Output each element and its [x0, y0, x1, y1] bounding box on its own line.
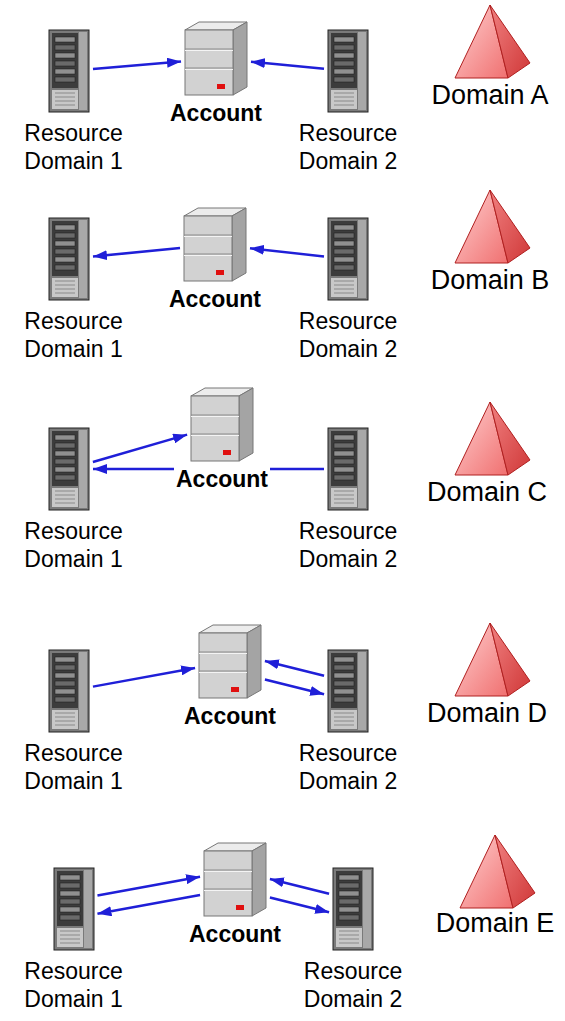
server-icon: [53, 867, 95, 951]
resource-server: Resource Domain 1: [4, 649, 143, 795]
server-icon: [328, 428, 368, 510]
account-server: Account: [182, 624, 278, 730]
server-icon: [49, 650, 89, 732]
resource-server: Resource Domain 1: [4, 217, 143, 363]
server-icon: [327, 29, 369, 113]
node-label: Account: [187, 920, 283, 948]
resource-server: Resource Domain 2: [284, 867, 423, 1013]
domain-label: Domain D: [427, 698, 547, 728]
pyramid-icon: [455, 402, 530, 475]
server-icon: [328, 30, 368, 112]
node-label: Account: [174, 465, 270, 493]
resource-server: Resource Domain 1: [4, 867, 143, 1013]
resource-server: Resource Domain 2: [279, 427, 418, 573]
node-label: Resource Domain 2: [279, 739, 418, 795]
server-icon: [184, 21, 248, 96]
trust-arrow: [93, 248, 180, 257]
domain-label: Domain C: [427, 477, 547, 507]
pyramid-icon: [455, 623, 530, 696]
server-icon: [327, 649, 369, 733]
server-icon: [48, 29, 90, 113]
server-icon: [203, 842, 267, 917]
node-label: Resource Domain 2: [279, 307, 418, 363]
server-icon: [48, 217, 90, 301]
server-icon: [49, 428, 89, 510]
server-icon: [327, 217, 369, 301]
node-label: Account: [182, 702, 278, 730]
server-icon: [328, 650, 368, 732]
server-icon: [183, 207, 247, 282]
server-icon: [185, 22, 247, 95]
server-icon: [191, 388, 253, 461]
resource-server: Resource Domain 2: [279, 649, 418, 795]
server-icon: [190, 387, 254, 462]
account-server: Account: [167, 207, 263, 313]
server-icon: [198, 624, 262, 699]
pyramid-icon: [460, 835, 535, 908]
node-label: Resource Domain 1: [4, 517, 143, 573]
trust-arrow: [93, 668, 195, 687]
server-icon: [333, 868, 373, 950]
server-icon: [327, 427, 369, 511]
server-icon: [54, 868, 94, 950]
node-label: Resource Domain 2: [279, 119, 418, 175]
server-icon: [49, 30, 89, 112]
trust-arrow: [270, 879, 329, 894]
account-server: Account: [168, 21, 264, 127]
server-icon: [48, 649, 90, 733]
node-label: Resource Domain 1: [4, 119, 143, 175]
domain-label: Domain E: [436, 908, 555, 938]
trust-arrow: [97, 877, 200, 896]
server-icon: [204, 843, 266, 916]
account-server: Account: [174, 387, 270, 493]
node-label: Resource Domain 1: [4, 307, 143, 363]
resource-server: Resource Domain 2: [279, 29, 418, 175]
account-server: Account: [187, 842, 283, 948]
server-icon: [199, 625, 261, 698]
server-icon: [332, 867, 374, 951]
server-icon: [49, 218, 89, 300]
trust-arrow: [250, 248, 324, 256]
node-label: Account: [167, 285, 263, 313]
trust-arrow: [93, 435, 187, 462]
node-label: Resource Domain 2: [279, 517, 418, 573]
resource-server: Resource Domain 2: [279, 217, 418, 363]
server-icon: [48, 427, 90, 511]
trust-arrow: [265, 661, 324, 676]
node-label: Resource Domain 1: [4, 739, 143, 795]
node-label: Resource Domain 2: [284, 957, 423, 1013]
resource-server: Resource Domain 1: [4, 29, 143, 175]
node-label: Resource Domain 1: [4, 957, 143, 1013]
node-label: Account: [168, 99, 264, 127]
trust-arrow: [265, 680, 324, 695]
server-icon: [328, 218, 368, 300]
domain-label: Domain B: [431, 265, 550, 295]
server-icon: [184, 208, 246, 281]
domain-label: Domain A: [431, 80, 548, 110]
trust-arrow: [97, 895, 200, 914]
pyramid-icon: [455, 190, 530, 263]
trust-arrow: [270, 898, 329, 913]
resource-server: Resource Domain 1: [4, 427, 143, 573]
trust-arrow: [93, 61, 181, 68]
pyramid-icon: [455, 5, 530, 78]
trust-arrow: [251, 62, 324, 69]
